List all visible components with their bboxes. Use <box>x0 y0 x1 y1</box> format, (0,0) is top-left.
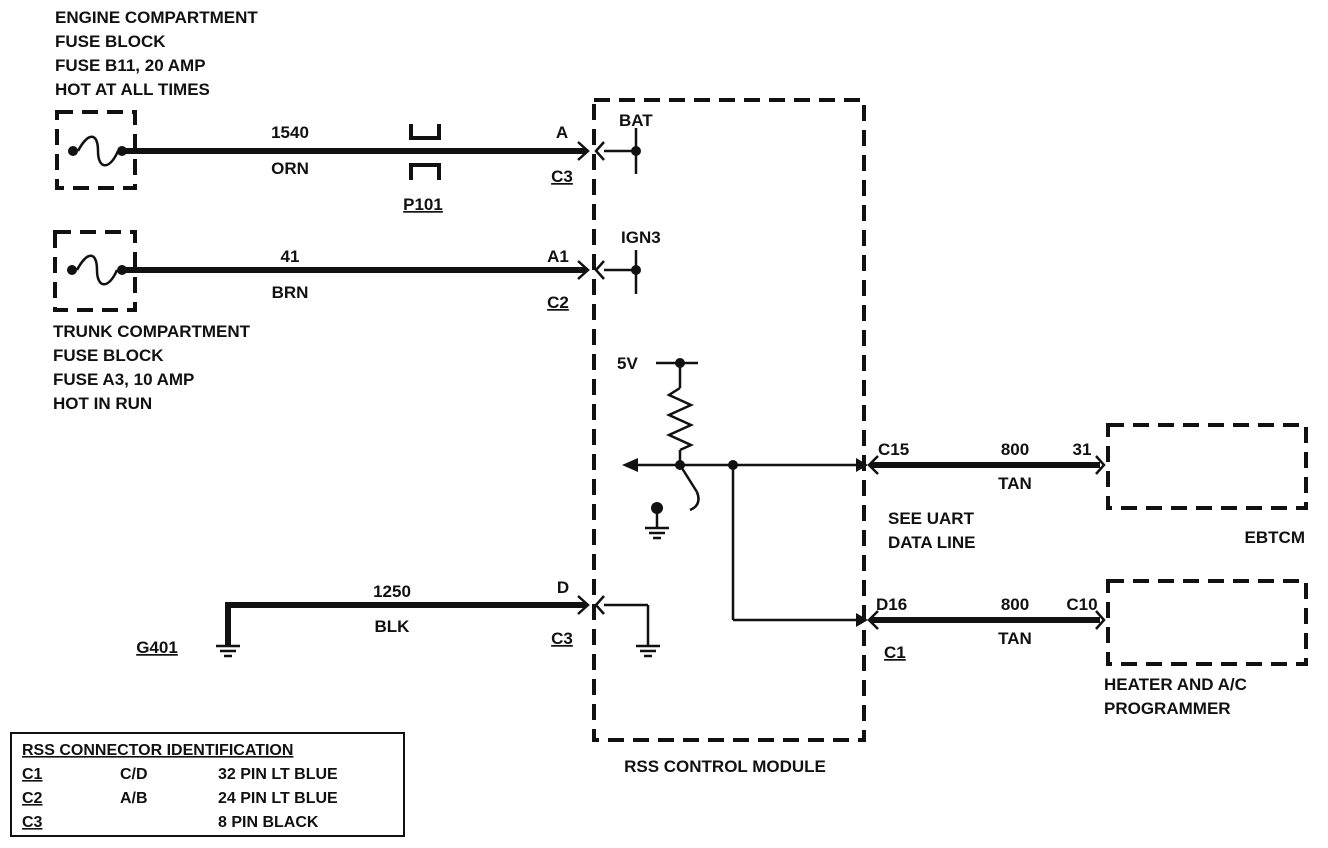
trunk-fuse-line-1: TRUNK COMPARTMENT <box>53 322 251 341</box>
table-row-2-id: C2 <box>22 790 43 807</box>
engine-fuse-line-3: FUSE B11, 20 AMP <box>55 56 206 75</box>
ebtcm-outline <box>1106 423 1308 510</box>
wire-ebtcm-remote-pin: 31 <box>1073 440 1092 459</box>
module-name: RSS CONTROL MODULE <box>624 757 826 776</box>
hvac-label-1: HEATER AND A/C <box>1104 675 1247 694</box>
wire-bat-connector: C3 <box>551 167 573 186</box>
ebtcm-label: EBTCM <box>1245 528 1305 547</box>
wire-hvac-connector: C1 <box>884 643 906 662</box>
wire-ign-connector: C2 <box>547 293 569 312</box>
table-row-1-pins: C/D <box>120 766 148 783</box>
hvac-label-2: PROGRAMMER <box>1104 699 1231 718</box>
wire-ign-pin: A1 <box>547 247 569 266</box>
ground-label: G401 <box>136 638 178 657</box>
table-row-2-pins: A/B <box>120 790 148 807</box>
engine-fuse-line-2: FUSE BLOCK <box>55 32 166 51</box>
wire-ign-circuit: 41 <box>281 247 300 266</box>
internal-circuit: 5V <box>617 354 856 622</box>
engine-fuse-label: ENGINE COMPARTMENT FUSE BLOCK FUSE B11, … <box>55 8 258 99</box>
bat-terminal: BAT <box>619 111 653 130</box>
trunk-fuse-label: TRUNK COMPARTMENT FUSE BLOCK FUSE A3, 10… <box>53 322 251 413</box>
engine-fuse-line-1: ENGINE COMPARTMENT <box>55 8 258 27</box>
trunk-fuse-line-4: HOT IN RUN <box>53 394 152 413</box>
wire-hvac: D16 C1 800 TAN C10 HEATER AND A/C PROGRA… <box>856 579 1308 718</box>
wire-hvac-circuit: 800 <box>1001 595 1029 614</box>
ign-terminal: IGN3 <box>621 228 661 247</box>
trunk-fuse-line-2: FUSE BLOCK <box>53 346 164 365</box>
wire-ebtcm-color: TAN <box>998 474 1032 493</box>
wire-hvac-remote-pin: C10 <box>1066 595 1097 614</box>
p101-label: P101 <box>403 195 443 214</box>
wire-hvac-color: TAN <box>998 629 1032 648</box>
engine-fuse-line-4: HOT AT ALL TIMES <box>55 80 210 99</box>
wire-bat-color: ORN <box>271 159 309 178</box>
wire-ign-color: BRN <box>272 283 309 302</box>
wire-bat-circuit: 1540 <box>271 123 309 142</box>
table-row-1-id: C1 <box>22 766 43 783</box>
wire-gnd-connector: C3 <box>551 629 573 648</box>
uart-note-2: DATA LINE <box>888 533 976 552</box>
wire-bat: 1540 ORN P101 A C3 BAT <box>122 111 653 214</box>
table-row-2-desc: 24 PIN LT BLUE <box>218 790 338 807</box>
wire-gnd: G401 1250 BLK D C3 <box>136 578 660 658</box>
wire-ebtcm: C15 800 TAN 31 SEE UART DATA LINE EBTCM <box>856 423 1308 552</box>
wire-ebtcm-pin: C15 <box>878 440 909 459</box>
connector-table: RSS CONNECTOR IDENTIFICATION C1 C/D 32 P… <box>10 732 405 837</box>
hvac-outline <box>1106 579 1308 666</box>
wire-gnd-circuit: 1250 <box>373 582 411 601</box>
trunk-fuse-line-3: FUSE A3, 10 AMP <box>53 370 194 389</box>
wire-ebtcm-circuit: 800 <box>1001 440 1029 459</box>
connector-table-title: RSS CONNECTOR IDENTIFICATION <box>22 742 293 759</box>
wire-gnd-color: BLK <box>375 617 411 636</box>
table-row-3-desc: 8 PIN BLACK <box>218 814 319 831</box>
wire-hvac-pin: D16 <box>876 595 907 614</box>
wire-gnd-pin: D <box>557 578 569 597</box>
pullup-voltage: 5V <box>617 354 638 373</box>
rss-module-outline <box>592 98 866 742</box>
table-row-3-id: C3 <box>22 814 43 831</box>
wire-bat-pin: A <box>556 123 568 142</box>
table-row-1-desc: 32 PIN LT BLUE <box>218 766 338 783</box>
uart-note-1: SEE UART <box>888 509 975 528</box>
wire-ign: 41 BRN A1 C2 IGN3 <box>122 228 661 312</box>
